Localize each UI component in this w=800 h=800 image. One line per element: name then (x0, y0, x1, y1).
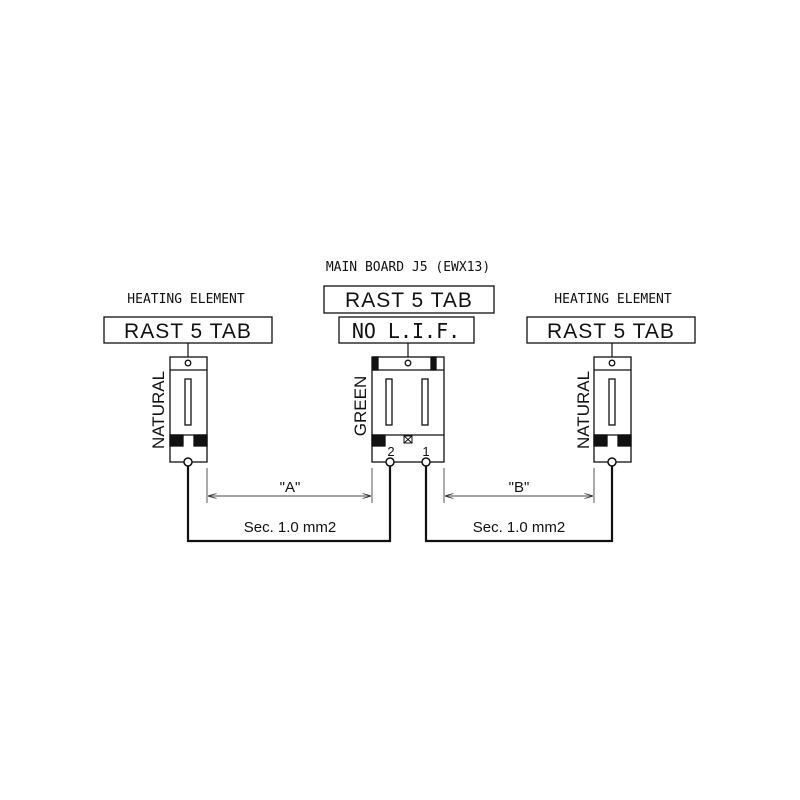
left-wire-color-label: NATURAL (149, 371, 168, 449)
dimension-a (206, 468, 373, 503)
right-wire-color-label: NATURAL (574, 371, 593, 449)
right-wire-section-label: Sec. 1.0 mm2 (473, 519, 566, 536)
left-connector-label: RAST 5 TAB (124, 320, 252, 343)
main-connector (371, 356, 445, 463)
no-lif-label: NO L.I.F. (352, 319, 460, 343)
dimension-a-label: "A" (280, 479, 301, 496)
wire-b (424, 466, 614, 543)
left-wire-section-label: Sec. 1.0 mm2 (244, 519, 337, 536)
main-connector-label: RAST 5 TAB (345, 289, 473, 312)
left-connector-label-box: RAST 5 TAB (103, 316, 273, 344)
right-heating-element-title: HEATING ELEMENT (554, 292, 672, 307)
dimension-b-label: "B" (509, 479, 530, 496)
left-connector (169, 356, 208, 463)
wires (186, 466, 614, 543)
dimension-b (443, 468, 595, 503)
main-terminal-2-icon (385, 457, 395, 467)
right-terminal-icon (607, 457, 617, 467)
main-wire-color-label: GREEN (351, 376, 370, 436)
pin-1-label: 1 (422, 444, 429, 459)
pin-2-label: 2 (387, 444, 394, 459)
ground-box-icon (403, 435, 413, 444)
right-connector (593, 356, 632, 463)
main-connector-label-box: RAST 5 TAB (323, 285, 495, 314)
left-terminal-icon (183, 457, 193, 467)
main-board-title: MAIN BOARD J5 (EWX13) (326, 260, 490, 275)
main-no-lif-box: NO L.I.F. (338, 316, 475, 344)
main-terminal-1-icon (421, 457, 431, 467)
left-heating-element-title: HEATING ELEMENT (127, 292, 245, 307)
right-connector-label: RAST 5 TAB (547, 320, 675, 343)
wire-a (186, 466, 392, 543)
right-connector-label-box: RAST 5 TAB (526, 316, 696, 344)
